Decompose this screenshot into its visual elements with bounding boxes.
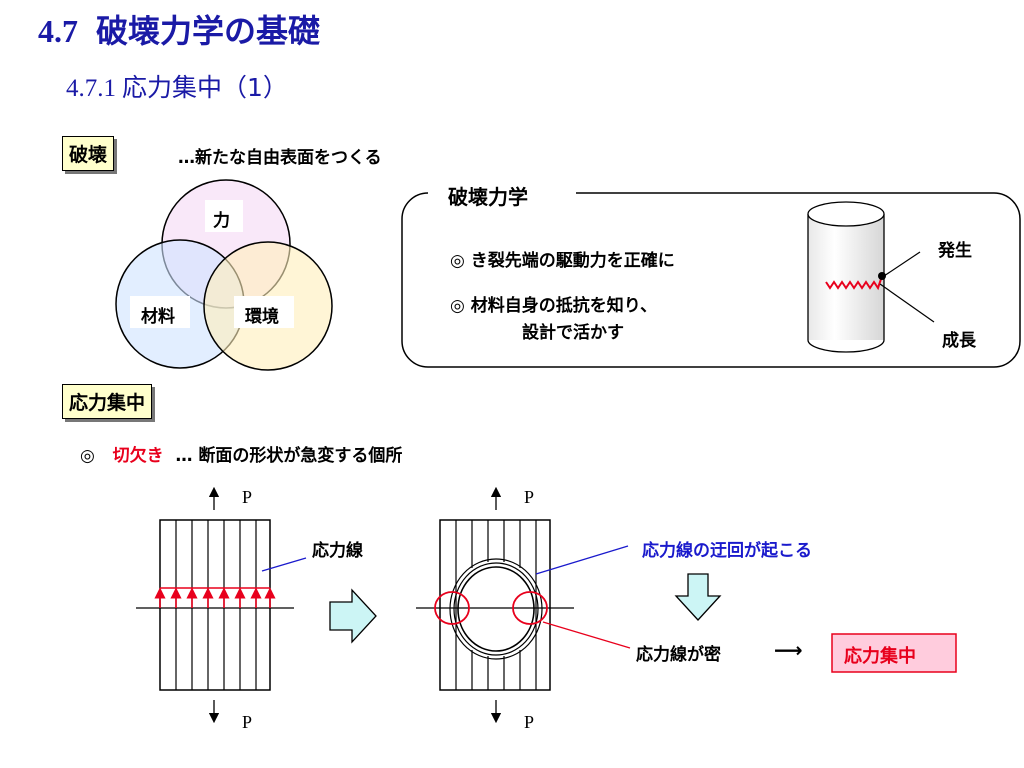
- fracture-mechanics-heading: 破壊力学: [448, 185, 528, 209]
- plain-specimen: [136, 486, 307, 724]
- notch-line: ◎ 切欠き … 断面の形状が急変する個所: [80, 441, 402, 466]
- notch-bullet: ◎: [80, 446, 95, 466]
- stress-concentration-label: 応力集中: [62, 384, 153, 419]
- venn-label-bg-material: [130, 296, 190, 328]
- notch-term: 切欠き: [112, 446, 164, 466]
- growth-leader-line: [879, 283, 935, 323]
- venn-label-material: 材料: [141, 307, 175, 327]
- venn-label-force: 力: [213, 211, 230, 231]
- fm-bullet-2-line-1: ◎ 材料自身の抵抗を知り、: [450, 296, 658, 316]
- stress-line-label: 応力線: [312, 541, 363, 561]
- load-label-bottom-right: P: [524, 712, 535, 732]
- result-box-bg: [831, 633, 957, 673]
- initiation-label: 発生: [938, 241, 972, 261]
- fracture-description: …新たな自由表面をつくる: [178, 148, 382, 168]
- concentration-circle-right: [512, 591, 548, 625]
- page-title: 4.7 破壊力学の基礎: [38, 6, 320, 52]
- hole-specimen: [416, 486, 631, 724]
- venn-label-environment: 環境: [245, 307, 279, 327]
- load-label-top-left: P: [242, 487, 253, 507]
- concentration-circle-left: [434, 591, 470, 625]
- load-label-bottom-left: P: [242, 712, 253, 732]
- stress-line-leader: [261, 557, 307, 572]
- venn-label-bg-force: [205, 200, 243, 232]
- growth-label: 成長: [942, 331, 976, 351]
- title-text: 破壊力学の基礎: [96, 12, 321, 50]
- crack-tip-dot: [878, 272, 886, 280]
- venn-diagram: [115, 179, 333, 371]
- dense-text: 応力線が密: [636, 645, 721, 665]
- title-number: 4.7: [38, 13, 78, 49]
- subtitle-text: 応力集中（1）: [122, 73, 288, 102]
- detour-leader: [535, 545, 629, 575]
- fm-bullet-2-line-2: 設計で活かす: [522, 323, 624, 343]
- subtitle-number: 4.7.1: [66, 75, 116, 102]
- result-label: 応力集中: [844, 646, 916, 667]
- initiation-leader-line: [883, 251, 921, 277]
- fracture-label: 破壊: [62, 136, 115, 171]
- result-arrow: ⟶: [774, 638, 803, 662]
- notch-description: … 断面の形状が急変する個所: [175, 446, 403, 466]
- venn-label-bg-environment: [234, 296, 294, 328]
- fracture-mechanics-box: [401, 192, 1021, 368]
- block-arrow-down: [674, 573, 722, 621]
- block-arrow-right: [329, 588, 377, 644]
- load-label-top-right: P: [524, 487, 535, 507]
- fm-bullet-1: ◎ き裂先端の駆動力を正確に: [450, 251, 675, 271]
- detour-text: 応力線の迂回が起こる: [642, 541, 812, 561]
- dense-leader: [542, 621, 631, 649]
- cylinder-specimen: [807, 201, 935, 353]
- fracture-mechanics-heading-bg: [428, 180, 576, 208]
- crack-zigzag: [825, 275, 883, 291]
